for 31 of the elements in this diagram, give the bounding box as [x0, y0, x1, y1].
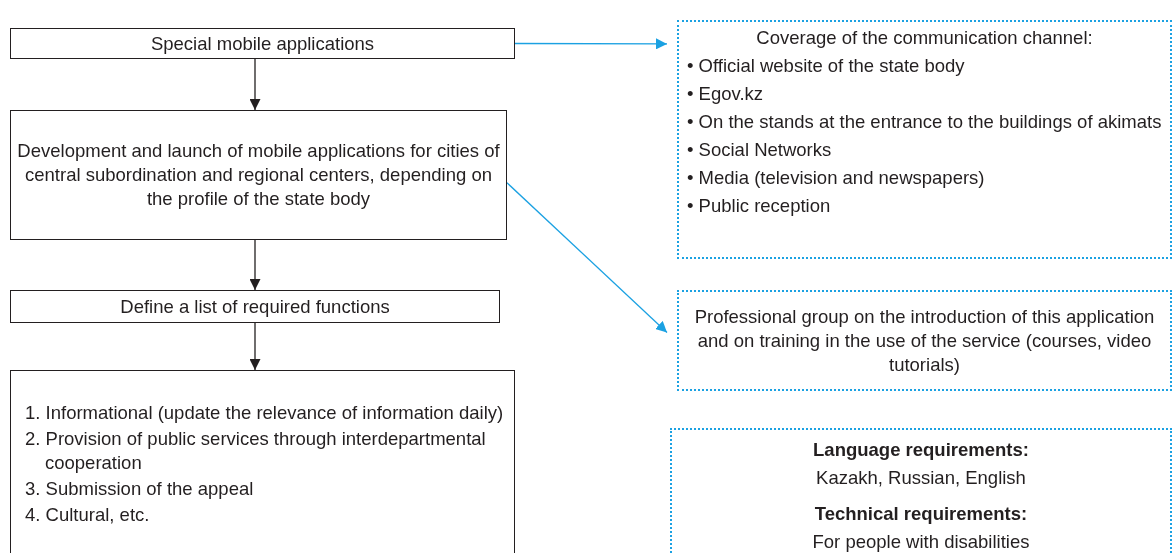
box-heading: Coverage of the communication channel: [755, 26, 1094, 50]
box-text: Professional group on the introduction of this application and on training in the use of the service (courses, video tutorials) [693, 304, 1156, 377]
arrow [514, 38, 668, 50]
info-box [677, 20, 1172, 259]
list-item: 3. Submission of the appeal [25, 477, 255, 501]
bullet-item: • Egov.kz [687, 82, 765, 106]
list-item: 1. Informational (update the relevance of information daily) [25, 401, 505, 425]
bullet-item: • Media (television and newspapers) [687, 166, 986, 190]
list-item: 4. Cultural, etc. [25, 503, 151, 527]
requirements-box [670, 428, 1172, 553]
requirement-text: Kazakh, Russian, English [815, 466, 1027, 490]
process-box [10, 28, 515, 59]
bullet-item: • Public reception [687, 194, 832, 218]
list-item: 2. Provision of public services through interdepartmental cooperation [25, 427, 487, 475]
process-box [10, 110, 507, 240]
box-text: Special mobile applications [149, 31, 376, 56]
arrow [506, 182, 668, 334]
arrow [249, 322, 261, 371]
bullet-item: • Social Networks [687, 138, 833, 162]
bullet-item: • On the stands at the entrance to the buildings of akimats [687, 110, 1162, 134]
info-box [677, 290, 1172, 391]
requirement-text: For people with disabilities [811, 530, 1031, 553]
requirement-heading: Language requirements: [812, 438, 1030, 462]
list-box [10, 370, 515, 553]
arrow [249, 239, 261, 291]
process-box [10, 290, 500, 323]
box-text: Define a list of required functions [119, 294, 391, 319]
requirement-heading: Technical requirements: [813, 502, 1029, 526]
box-text: Development and launch of mobile applications for cities of central subordination and regional centers, depending on the profile of the state body [16, 139, 501, 211]
bullet-item: • Official website of the state body [687, 54, 966, 78]
arrow [249, 58, 261, 111]
